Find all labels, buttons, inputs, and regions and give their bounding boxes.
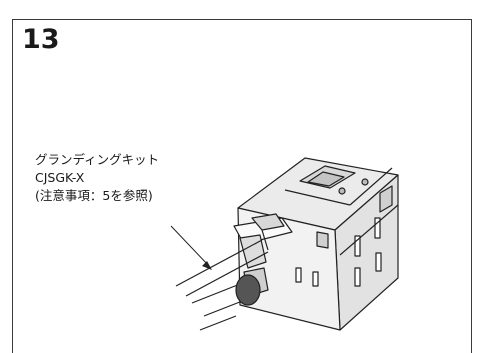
cable-upper <box>175 239 263 287</box>
leader-arrowhead <box>202 261 212 270</box>
callout-line-note: (注意事項：5を参照) <box>35 188 153 203</box>
cable-end <box>235 274 261 306</box>
cable-lower <box>191 283 241 304</box>
step-number: 13 <box>22 24 60 55</box>
step-frame <box>12 19 472 353</box>
grounding-kit-clip <box>251 213 285 231</box>
callout-line-model: CJSGK-X <box>35 170 85 185</box>
callout-label: グランディングキット CJSGK-X (注意事項：5を参照) <box>35 151 159 205</box>
leader-line <box>170 225 210 267</box>
callout-line-name: グランディングキット <box>35 152 160 167</box>
